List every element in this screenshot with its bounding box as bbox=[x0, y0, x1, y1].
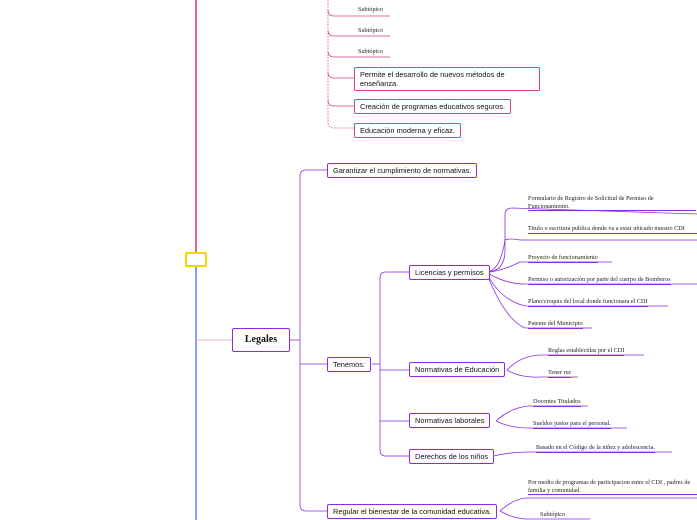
laborales-item-2[interactable]: Sueldos justos para el personal. bbox=[533, 420, 611, 429]
legales-branch bbox=[290, 169, 697, 520]
licencias-node[interactable]: Licencias y permisos bbox=[409, 265, 490, 280]
laborales-node[interactable]: Normativas laborales bbox=[409, 413, 491, 428]
yellow-topic-node[interactable] bbox=[185, 252, 207, 267]
subtopic-1[interactable]: Subtópico bbox=[358, 6, 384, 13]
item-new-methods[interactable]: Permite el desarrollo de nuevos métodos … bbox=[354, 67, 540, 91]
educacion-item-2[interactable]: Tener ruc bbox=[548, 369, 572, 378]
licencia-item-2[interactable]: Titulo o escritura publica donde va a es… bbox=[528, 225, 697, 234]
item-safe-programs[interactable]: Creación de programas educativos seguros… bbox=[354, 99, 512, 114]
educacion-node[interactable]: Normativas de Educación bbox=[409, 362, 506, 377]
subtopic-2[interactable]: Subtópico bbox=[358, 27, 384, 34]
tenemos-node[interactable]: Tenemos: bbox=[327, 357, 372, 372]
laborales-item-1[interactable]: Docentes Titulados bbox=[533, 398, 581, 407]
bienestar-item-2[interactable]: Subtópico bbox=[540, 511, 566, 518]
educacion-item-1[interactable]: Reglas establecidas por el CDI bbox=[548, 347, 625, 356]
legales-topic[interactable]: Legales bbox=[232, 328, 290, 352]
bienestar-node[interactable]: Regular el bienestar de la comunidad edu… bbox=[327, 504, 498, 519]
licencia-item-6[interactable]: Patente del Municipio bbox=[528, 320, 583, 329]
licencia-item-4[interactable]: Permiso o autorización por parte del cue… bbox=[528, 276, 671, 285]
subtopic-3[interactable]: Subtópico bbox=[358, 48, 384, 55]
bienestar-item-1[interactable]: Por medio de programas de participacion … bbox=[528, 479, 697, 496]
licencia-item-5[interactable]: Plano/croquis del local donde funcionara… bbox=[528, 298, 648, 307]
guarantee-normatives[interactable]: Garantizar el cumplimiento de normativas… bbox=[327, 163, 478, 178]
ninos-node[interactable]: Derechos de los niños bbox=[409, 449, 495, 464]
top-pink-branch bbox=[327, 0, 390, 129]
licencia-item-1[interactable]: Formulario de Registro de Solicitud de P… bbox=[528, 195, 696, 212]
licencia-item-3[interactable]: Proyecto de funcionamiento bbox=[528, 254, 598, 263]
item-modern-education[interactable]: Educación moderna y eficaz. bbox=[354, 123, 461, 138]
ninos-item-1[interactable]: Basado en el Código de la niñez y adoles… bbox=[536, 444, 656, 453]
